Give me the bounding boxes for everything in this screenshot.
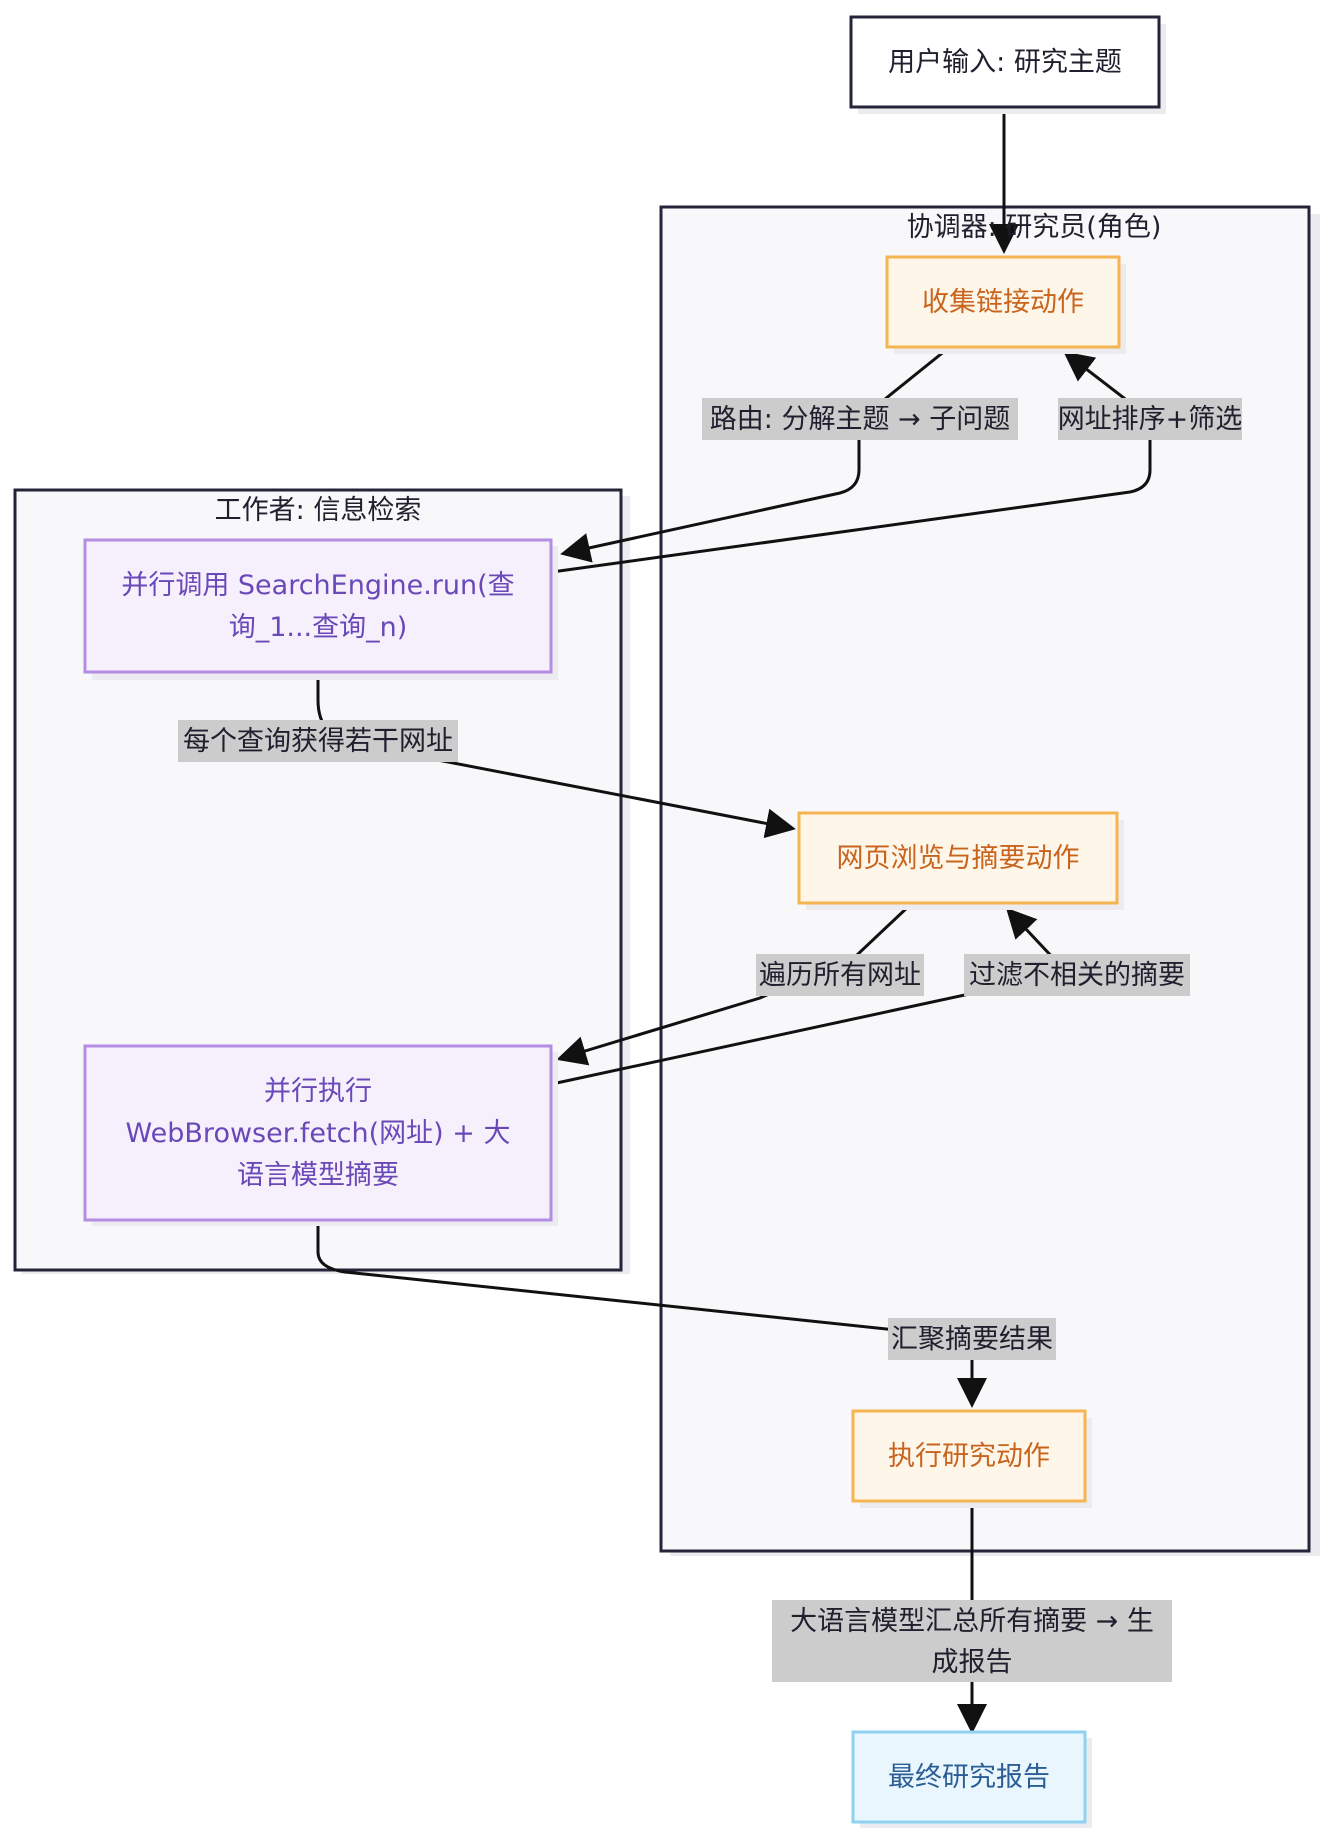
- user-input-node: [849, 15, 1161, 109]
- browse-summarize-node: [797, 811, 1119, 905]
- final-report-label: 最终研究报告: [888, 1762, 1050, 1793]
- collect-links-label: 收集链接动作: [922, 287, 1084, 318]
- label-bg-urls-per-query: [178, 720, 458, 762]
- label-bg-route: [702, 398, 1018, 440]
- edge-label-rank-filter: 网址排序+筛选: [1058, 404, 1243, 435]
- search-parallel-node: [83, 538, 553, 674]
- final-report-node: [851, 1730, 1087, 1824]
- edge-label-iterate-urls: 遍历所有网址: [759, 960, 921, 991]
- edge-label-filter-irrelevant: 过滤不相关的摘要: [969, 960, 1185, 991]
- fetch-parallel-label-line2: WebBrowser.fetch(网址) + 大: [126, 1118, 511, 1149]
- edge-collect-to-search: [560, 348, 947, 563]
- search-parallel-label-line2: 询_1...查询_n): [229, 612, 408, 643]
- label-bg-aggregate: [888, 1318, 1056, 1360]
- label-bg-iterate-urls: [756, 954, 924, 996]
- worker-cluster-title: 工作者: 信息检索: [215, 495, 422, 526]
- user-input-label: 用户输入: 研究主题: [888, 47, 1122, 78]
- edge-label-llm-summary-line1: 大语言模型汇总所有摘要 → 生: [790, 1606, 1154, 1637]
- browse-summarize-label: 网页浏览与摘要动作: [837, 843, 1080, 874]
- label-bg-llm-summary: [772, 1600, 1172, 1682]
- fetch-parallel-label-line3: 语言模型摘要: [237, 1160, 399, 1191]
- edge-label-llm-summary-line2: 成报告: [932, 1647, 1013, 1678]
- collect-links-node: [885, 255, 1121, 349]
- fetch-parallel-label-line1: 并行执行: [264, 1076, 372, 1107]
- edge-label-aggregate: 汇聚摘要结果: [891, 1324, 1053, 1355]
- search-parallel-label-line1: 并行调用 SearchEngine.run(查: [121, 570, 514, 601]
- edge-fetch-to-execute: [316, 1220, 987, 1408]
- label-bg-rank-filter: [1058, 398, 1242, 440]
- edge-label-route: 路由: 分解主题 → 子问题: [710, 404, 1010, 435]
- fetch-parallel-node: [83, 1044, 553, 1222]
- label-bg-filter-irrelevant: [964, 954, 1190, 996]
- execute-research-node: [851, 1409, 1087, 1503]
- execute-research-label: 执行研究动作: [888, 1441, 1050, 1472]
- coordinator-cluster-title: 协调器: 研究员(角色): [907, 212, 1162, 243]
- edge-label-urls-per-query: 每个查询获得若干网址: [183, 726, 453, 757]
